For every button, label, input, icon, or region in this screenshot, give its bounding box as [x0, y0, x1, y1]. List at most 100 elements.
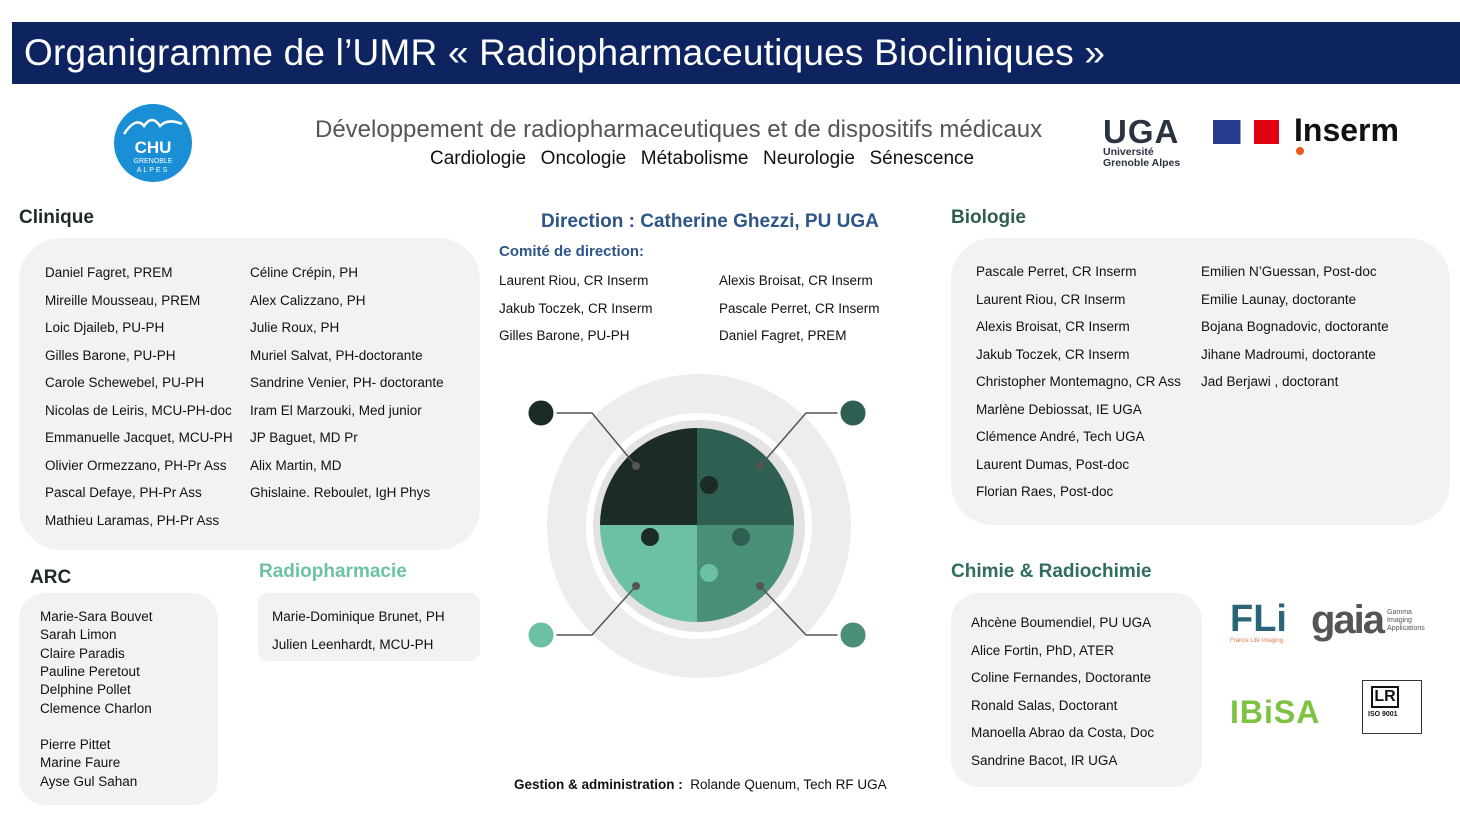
chimie-member: Sandrine Bacot, IR UGA	[971, 752, 1118, 768]
arc-member: Pauline Peretout	[40, 663, 140, 679]
biologie-member: Marlène Debiossat, IE UGA	[976, 401, 1142, 417]
clinique-member: Muriel Salvat, PH-doctorante	[250, 347, 423, 363]
radiopharmacie-member: Marie-Dominique Brunet, PH	[272, 609, 445, 624]
biologie-member: Laurent Riou, CR Inserm	[976, 291, 1126, 307]
clinique-member: Emmanuelle Jacquet, MCU-PH	[45, 430, 233, 445]
chimie-panel: Ahcène Boumendiel, PU UGA Alice Fortin, P…	[951, 593, 1202, 787]
clinique-member: Daniel Fagret, PREM	[45, 265, 173, 280]
biologie-member: Jad Berjawi , doctorant	[1201, 374, 1339, 389]
clinique-member: JP Baguet, MD Pr	[250, 430, 358, 445]
committee-member: Gilles Barone, PU-PH	[499, 328, 630, 343]
mountain-icon	[122, 118, 183, 135]
subtitle: Développement de radiopharmaceutiques et…	[315, 116, 1043, 143]
clinique-member: Julie Roux, PH	[250, 320, 340, 335]
gestion-value: Rolande Quenum, Tech RF UGA	[690, 777, 887, 792]
fli-logo-sub: France Life Imaging	[1230, 638, 1284, 644]
biologie-member: Emilien N’Guessan, Post-doc	[1201, 264, 1377, 279]
clinique-member: Olivier Ormezzano, PH-Pr Ass	[45, 457, 227, 473]
chu-logo-sub2: ALPES	[136, 167, 170, 174]
arc-member: Ayse Gul Sahan	[40, 773, 138, 789]
biologie-member: Pascale Perret, CR Inserm	[976, 264, 1137, 279]
title-bar: Organigramme de l’UMR « Radiopharmaceuti…	[12, 22, 1460, 84]
committee-member: Jakub Toczek, CR Inserm	[499, 300, 653, 316]
themes: Cardiologie Oncologie Métabolisme Neurol…	[430, 148, 975, 169]
committee-member: Pascale Perret, CR Inserm	[719, 300, 880, 316]
clinique-member: Gilles Barone, PU-PH	[45, 347, 176, 363]
puzzle-graphic	[525, 374, 869, 678]
clinique-member: Alex Calizzano, PH	[250, 292, 366, 308]
radiopharmacie-panel: Marie-Dominique Brunet, PH Julien Leenhar…	[258, 593, 480, 661]
iso-logo-sub: ISO 9001	[1368, 711, 1398, 718]
inserm-logo: Inserm	[1294, 112, 1399, 155]
biologie-member: Laurent Dumas, Post-doc	[976, 456, 1130, 472]
chu-logo: CHU GRENOBLE ALPES	[114, 104, 192, 182]
chu-logo-text: CHU	[134, 138, 172, 157]
iso-logo-main: LR	[1371, 686, 1399, 708]
inserm-dot	[1296, 147, 1304, 155]
uga-logo-sub1: Université	[1103, 146, 1154, 158]
gaia-sub1: Gamma	[1387, 608, 1412, 616]
chimie-heading: Chimie & Radiochimie	[951, 561, 1152, 582]
slide-title: Organigramme de l’UMR « Radiopharmaceuti…	[24, 32, 1106, 73]
biologie-member: Jakub Toczek, CR Inserm	[976, 346, 1130, 362]
republique-francaise-logo	[1213, 120, 1279, 144]
clinique-member: Loic Djaileb, PU-PH	[45, 320, 165, 335]
clinique-member: Céline Crépin, PH	[250, 265, 359, 280]
biologie-member: Jihane Madroumi, doctorante	[1201, 346, 1376, 362]
chimie-member: Alice Fortin, PhD, ATER	[971, 642, 1115, 658]
fli-logo-text: FLi	[1230, 598, 1287, 640]
node-dot-radiopharmacie	[525, 619, 557, 651]
clinique-heading: Clinique	[19, 207, 94, 228]
clinique-member: Ghislaine. Reboulet, IgH Phys	[250, 485, 431, 500]
inserm-logo-text: Inserm	[1294, 112, 1399, 148]
committee-label: Comité de direction:	[499, 243, 645, 260]
gestion-label: Gestion & administration :	[514, 777, 683, 792]
biologie-member: Bojana Bognadovic, doctorante	[1201, 319, 1389, 334]
clinique-member: Pascal Defaye, PH-Pr Ass	[45, 485, 202, 500]
clinique-member: Carole Schewebel, PU-PH	[45, 375, 205, 390]
arc-member: Delphine Pollet	[40, 682, 131, 698]
committee-member: Alexis Broisat, CR Inserm	[719, 273, 873, 288]
radiopharmacie-heading: Radiopharmacie	[259, 561, 407, 582]
radiopharmacie-member: Julien Leenhardt, MCU-PH	[272, 636, 434, 652]
node-dot-clinique	[525, 397, 557, 429]
fli-logo: FLi France Life Imaging	[1230, 600, 1287, 644]
gaia-logo: gaia Gamma Imaging Applications	[1311, 598, 1425, 643]
arc-heading: ARC	[30, 567, 72, 588]
biologie-member: Florian Raes, Post-doc	[976, 484, 1114, 499]
biologie-member: Alexis Broisat, CR Inserm	[976, 319, 1130, 334]
chu-logo-sub1: GRENOBLE	[133, 158, 173, 165]
biologie-member: Clémence André, Tech UGA	[976, 429, 1145, 444]
clinique-member: Alix Martin, MD	[250, 457, 342, 473]
gestion-line: Gestion & administration : Rolande Quenu…	[514, 777, 887, 792]
arc-member: Clemence Charlon	[40, 700, 152, 716]
arc-member: Claire Paradis	[40, 645, 125, 661]
gaia-sub2: Imaging	[1387, 616, 1412, 624]
biologie-member: Emilie Launay, doctorante	[1201, 291, 1357, 307]
iso-9001-logo: LR ISO 9001	[1362, 680, 1422, 734]
chimie-member: Ahcène Boumendiel, PU UGA	[971, 615, 1152, 630]
direction-heading: Direction : Catherine Ghezzi, PU UGA	[541, 211, 879, 232]
gaia-sub3: Applications	[1387, 624, 1425, 632]
uga-logo-sub2: Grenoble Alpes	[1103, 157, 1181, 169]
arc-member: Marine Faure	[40, 755, 121, 771]
uga-logo: UGA Université Grenoble Alpes	[1103, 115, 1181, 169]
clinique-member: Sandrine Venier, PH- doctorante	[250, 375, 444, 390]
biologie-member: Christopher Montemagno, CR Ass	[976, 374, 1181, 389]
clinique-member: Mathieu Laramas, PH-Pr Ass	[45, 512, 220, 528]
chimie-member: Ronald Salas, Doctorant	[971, 697, 1118, 713]
committee-member: Daniel Fagret, PREM	[719, 328, 847, 343]
biologie-heading: Biologie	[951, 207, 1026, 228]
clinique-member: Nicolas de Leiris, MCU-PH-doc	[45, 402, 232, 418]
clinique-member: Iram El Marzouki, Med junior	[250, 402, 422, 418]
arc-member: Pierre Pittet	[40, 737, 111, 752]
chimie-member: Manoella Abrao da Costa, Doc	[971, 725, 1155, 740]
chimie-member: Coline Fernandes, Doctorante	[971, 670, 1152, 685]
committee-member: Laurent Riou, CR Inserm	[499, 273, 649, 288]
ibisa-logo: IBiSA	[1230, 694, 1321, 730]
